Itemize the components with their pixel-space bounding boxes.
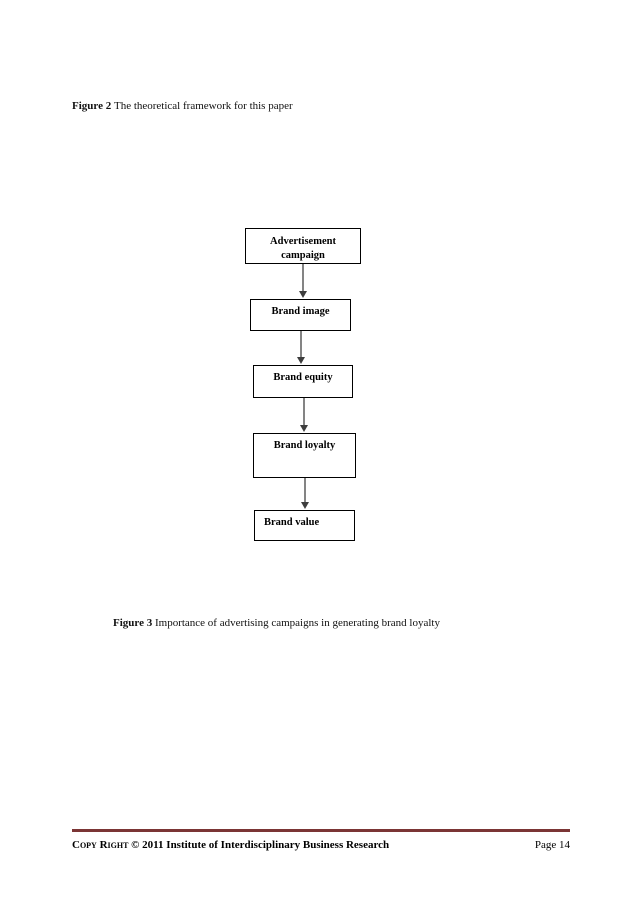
flow-node-brand-image[interactable]: Brand image [250,299,351,331]
flow-node-line2: campaign [281,250,325,261]
arrow-stem [300,331,302,358]
flow-node-brand-loyalty[interactable]: Brand loyalty [253,433,356,478]
arrow-stem [302,264,304,292]
flow-node-label: Advertisement campaign [246,229,360,263]
flow-node-brand-value[interactable]: Brand value [254,510,355,541]
flow-node-advertisement-campaign[interactable]: Advertisement campaign [245,228,361,264]
footer-copyright-smallcaps: Copy Right [72,839,129,851]
flow-node-label: Brand image [271,306,330,317]
arrow-head-icon [301,502,309,509]
arrow-head-icon [299,291,307,298]
arrow-stem [304,478,306,503]
flow-node-label: Brand equity [273,372,333,383]
page-footer: Copy Right © 2011 Institute of Interdisc… [72,838,570,853]
arrow-head-icon [297,357,305,364]
footer-divider [72,829,570,832]
footer-page-number: Page 14 [534,839,570,851]
figure-3-caption: Figure 3 Importance of advertising campa… [113,616,440,630]
flow-node-label: Brand loyalty [273,440,336,451]
figure-2-label: Figure 2 [72,100,114,112]
arrow-stem [303,398,305,426]
figure-3-title: Importance of advertising campaigns in g… [154,617,440,629]
footer-copyright: Copy Right © 2011 Institute of Interdisc… [72,838,389,853]
figure-2-title: The theoretical framework for this paper [113,100,293,112]
footer-copyright-rest: © 2011 Institute of Interdisciplinary Bu… [128,839,390,851]
flow-node-label: Brand value [264,517,320,528]
arrow-head-icon [300,425,308,432]
flow-node-brand-equity[interactable]: Brand equity [253,365,353,398]
figure-2-caption: Figure 2 The theoretical framework for t… [72,99,293,113]
flow-node-line1: Advertisement [270,236,336,247]
figure-3-label: Figure 3 [113,617,155,629]
